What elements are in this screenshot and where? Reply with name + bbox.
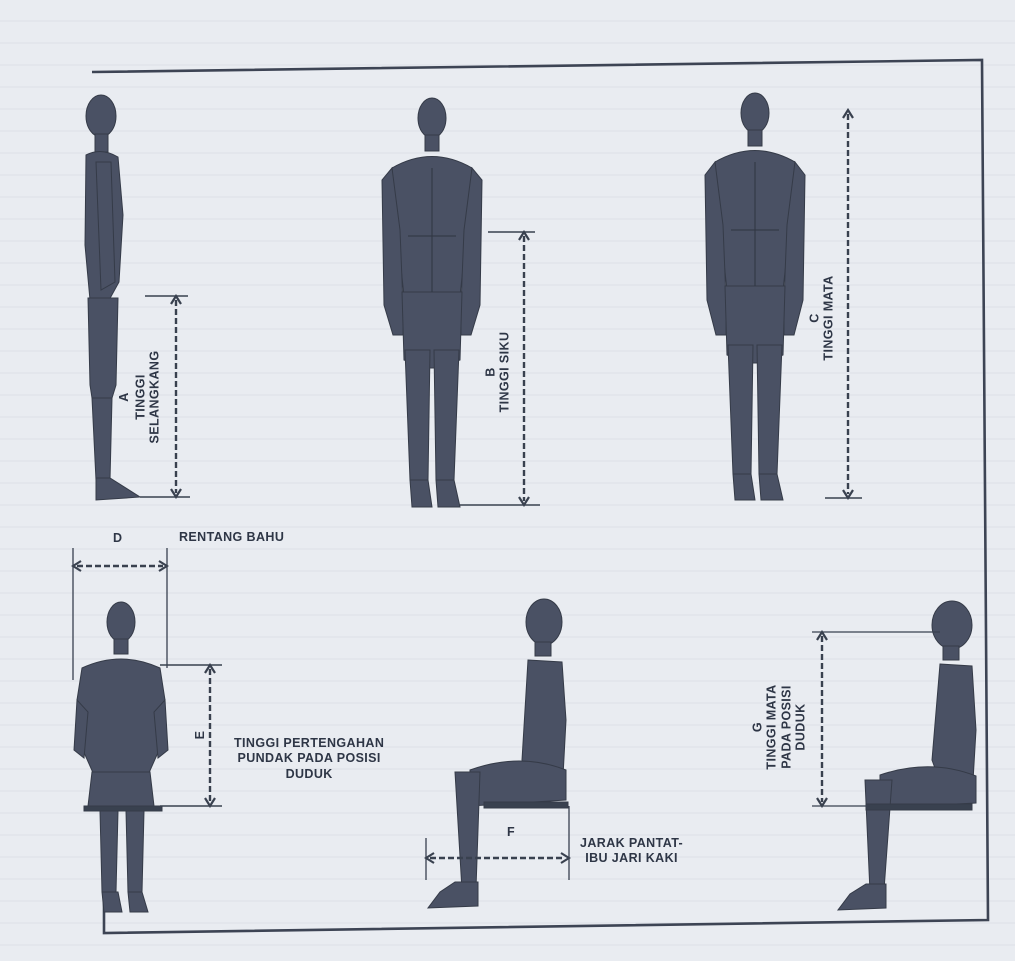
- label-f-text: JARAK PANTAT-IBU JARI KAKI: [580, 836, 683, 867]
- label-f-letter: F: [507, 825, 515, 839]
- label-d-letter: D: [113, 531, 122, 545]
- label-d-text: RENTANG BAHU: [179, 530, 284, 545]
